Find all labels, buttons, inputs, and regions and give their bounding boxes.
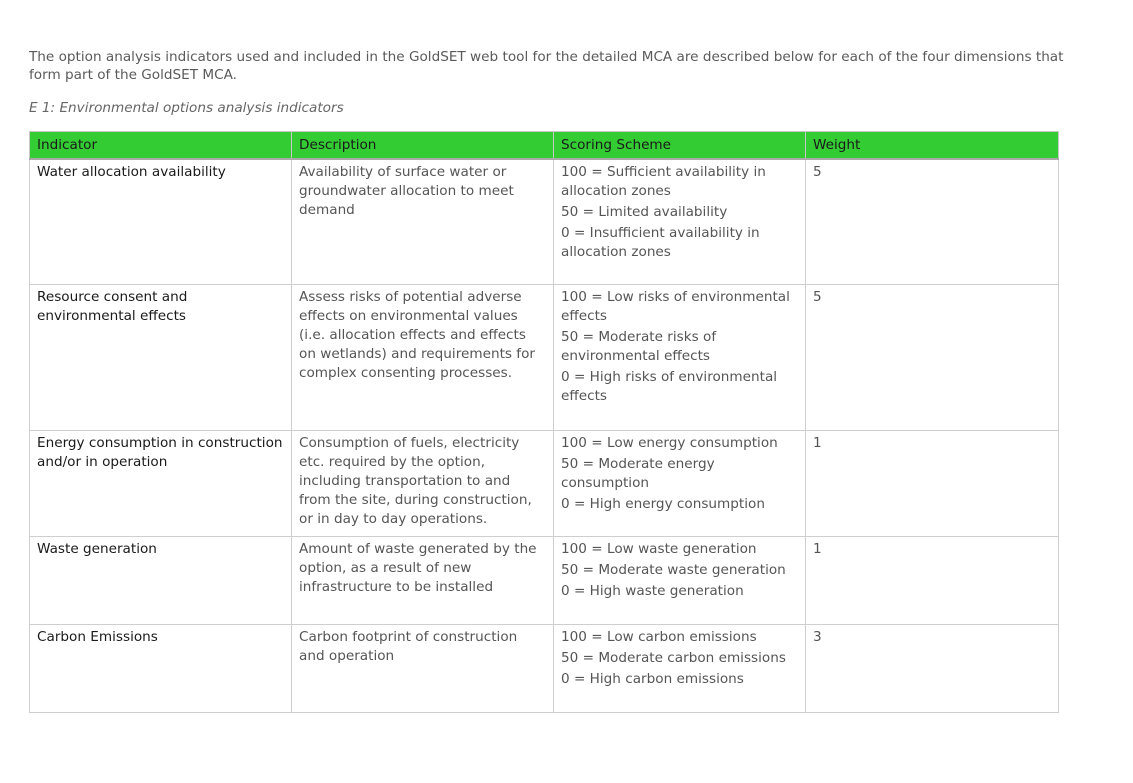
indicators-table: Indicator Description Scoring Scheme Wei… (29, 131, 1059, 713)
score-line: 100 = Sufficient availability in allocat… (561, 164, 766, 199)
scoring-cell: 100 = Low risks of environmental effects… (553, 283, 806, 431)
score-line: 0 = Insufficient availability in allocat… (561, 225, 760, 260)
header-description: Description (291, 131, 554, 160)
scoring-cell: 100 = Sufficient availability in allocat… (553, 158, 806, 285)
table-row: Waste generation Amount of waste generat… (29, 535, 1059, 625)
table-caption: E 1: Environmental options analysis indi… (29, 100, 344, 116)
score-line: 100 = Low carbon emissions (561, 628, 757, 645)
description-cell: Carbon footprint of construction and ope… (291, 623, 554, 713)
description-cell: Amount of waste generated by the option,… (291, 535, 554, 625)
scoring-cell: 100 = Low energy consumption 50 = Moderat… (553, 429, 806, 537)
weight-cell: 5 (805, 283, 1059, 431)
header-weight: Weight (805, 131, 1059, 160)
score-line: 50 = Moderate carbon emissions (561, 649, 786, 666)
indicator-cell: Waste generation (29, 535, 292, 625)
weight-cell: 3 (805, 623, 1059, 713)
score-line: 50 = Limited availability (561, 204, 728, 220)
score-line: 0 = High carbon emissions (561, 670, 744, 687)
indicator-cell: Energy consumption in construction and/o… (29, 429, 292, 537)
score-line: 100 = Low energy consumption (561, 434, 778, 451)
weight-cell: 1 (805, 429, 1059, 537)
indicator-cell: Water allocation availability (29, 158, 292, 285)
table-row: Carbon Emissions Carbon footprint of con… (29, 623, 1059, 713)
intro-paragraph: The option analysis indicators used and … (29, 49, 1064, 83)
description-cell: Availability of surface water or groundw… (291, 158, 554, 285)
score-line: 50 = Moderate waste generation (561, 561, 786, 578)
header-scoring-scheme: Scoring Scheme (553, 131, 806, 160)
indicator-cell: Resource consent and environmental effec… (29, 283, 292, 431)
score-line: 0 = High energy consumption (561, 495, 765, 512)
scoring-cell: 100 = Low waste generation 50 = Moderate … (553, 535, 806, 625)
description-cell: Assess risks of potential adverse effect… (291, 283, 554, 431)
scoring-cell: 100 = Low carbon emissions 50 = Moderate … (553, 623, 806, 713)
score-line: 0 = High waste generation (561, 582, 744, 599)
table-header-row: Indicator Description Scoring Scheme Wei… (29, 131, 1059, 160)
score-line: 50 = Moderate energy consumption (561, 455, 715, 491)
weight-cell: 1 (805, 535, 1059, 625)
indicator-cell: Carbon Emissions (29, 623, 292, 713)
score-line: 100 = Low risks of environmental effects (561, 288, 790, 324)
score-line: 100 = Low waste generation (561, 540, 757, 557)
score-line: 0 = High risks of environmental effects (561, 368, 778, 404)
description-cell: Consumption of fuels, electricity etc. r… (291, 429, 554, 537)
table-row: Resource consent and environmental effec… (29, 283, 1059, 431)
weight-cell: 5 (805, 158, 1059, 285)
score-line: 50 = Moderate risks of environmental eff… (561, 328, 717, 364)
header-indicator: Indicator (29, 131, 292, 160)
table-row: Water allocation availability Availabili… (29, 158, 1059, 285)
table-row: Energy consumption in construction and/o… (29, 429, 1059, 537)
